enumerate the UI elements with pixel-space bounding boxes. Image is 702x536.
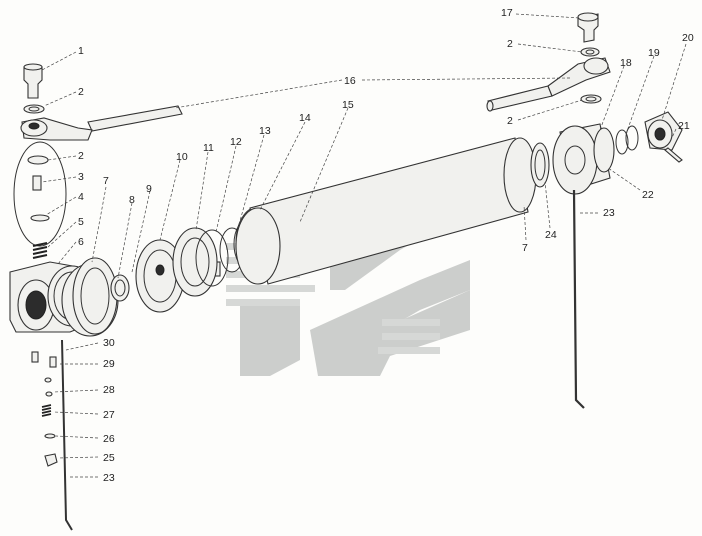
callout-4: 4 xyxy=(78,191,84,203)
callout-18: 18 xyxy=(620,57,632,69)
callout-3: 3 xyxy=(78,171,84,183)
right-ball-joint xyxy=(547,12,611,104)
callout-labels: 1 2 2 3 4 5 6 7 8 9 10 11 12 13 14 15 16… xyxy=(78,7,694,484)
callout-23: 23 xyxy=(603,207,615,219)
callout-13: 13 xyxy=(259,125,271,137)
callout-30: 30 xyxy=(103,337,115,349)
inner-ball-assembly xyxy=(13,141,67,259)
callout-7: 7 xyxy=(103,175,109,187)
callout-6: 6 xyxy=(78,236,84,248)
piston-assembly xyxy=(135,227,229,313)
left-ball-joint xyxy=(20,63,93,141)
callout-28: 28 xyxy=(103,384,115,396)
callout-9: 9 xyxy=(146,183,152,195)
callout-2: 2 xyxy=(78,150,84,162)
callout-17: 17 xyxy=(501,7,513,19)
callout-19: 19 xyxy=(648,47,660,59)
callout-1: 1 xyxy=(78,45,84,57)
callout-23: 23 xyxy=(103,472,115,484)
callout-2: 2 xyxy=(507,115,513,127)
callout-10: 10 xyxy=(176,151,188,163)
callout-22: 22 xyxy=(642,189,654,201)
callout-20: 20 xyxy=(682,32,694,44)
cylinder-body-15 xyxy=(235,137,537,285)
callout-7: 7 xyxy=(522,242,528,254)
callout-15: 15 xyxy=(342,99,354,111)
seal-rings-left xyxy=(72,257,130,335)
callout-29: 29 xyxy=(103,358,115,370)
callout-24: 24 xyxy=(545,229,557,241)
callout-21: 21 xyxy=(678,120,690,132)
right-eye-assembly xyxy=(615,111,683,163)
callout-2: 2 xyxy=(507,38,513,50)
valve-parts-left xyxy=(31,339,73,531)
callout-16: 16 xyxy=(344,75,356,87)
callout-2: 2 xyxy=(78,86,84,98)
callout-26: 26 xyxy=(103,433,115,445)
callout-11: 11 xyxy=(203,142,214,154)
right-end-cap xyxy=(530,123,615,195)
callout-25: 25 xyxy=(103,452,115,464)
callout-14: 14 xyxy=(299,112,311,124)
callout-8: 8 xyxy=(129,194,135,206)
callout-27: 27 xyxy=(103,409,115,421)
callout-12: 12 xyxy=(230,136,242,148)
oil-pipe-right xyxy=(572,189,585,409)
leader-lines xyxy=(41,13,687,478)
callout-5: 5 xyxy=(78,216,84,228)
steering-rod-16 xyxy=(87,85,553,132)
